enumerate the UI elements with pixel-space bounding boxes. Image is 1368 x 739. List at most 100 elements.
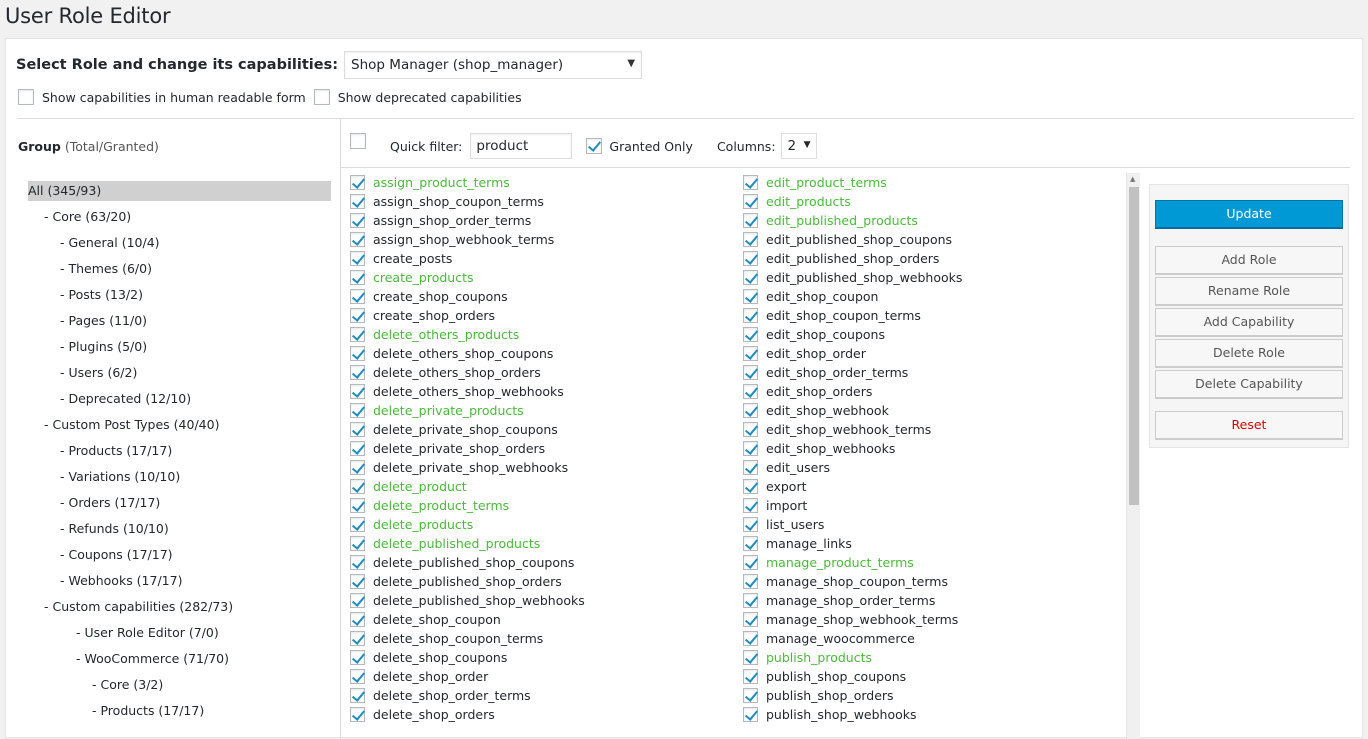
columns-select[interactable]: 2 ▼ <box>780 133 817 159</box>
capability-name[interactable]: delete_shop_coupon_terms <box>373 631 544 646</box>
capability-checkbox[interactable] <box>743 650 758 665</box>
select-all-checkbox[interactable] <box>350 133 366 149</box>
capability-checkbox[interactable] <box>350 536 365 551</box>
capability-checkbox[interactable] <box>350 422 365 437</box>
capability-name[interactable]: delete_published_shop_orders <box>373 574 562 589</box>
human-readable-option[interactable]: Show capabilities in human readable form <box>18 89 306 105</box>
capability-name[interactable]: delete_shop_orders <box>373 707 495 722</box>
capability-checkbox[interactable] <box>743 232 758 247</box>
capability-name[interactable]: edit_shop_webhook_terms <box>766 422 932 437</box>
capability-checkbox[interactable] <box>350 194 365 209</box>
capability-name[interactable]: edit_shop_coupon_terms <box>766 308 921 323</box>
capability-name[interactable]: edit_product_terms <box>766 175 887 190</box>
capability-name[interactable]: delete_products <box>373 517 474 532</box>
capability-name[interactable]: manage_shop_webhook_terms <box>766 612 959 627</box>
capability-name[interactable]: delete_private_products <box>373 403 524 418</box>
capability-name[interactable]: delete_others_products <box>373 327 520 342</box>
group-tree-item[interactable]: - Orders (17/17) <box>28 493 331 519</box>
group-tree-item[interactable]: - Refunds (10/10) <box>28 519 331 545</box>
group-tree-item[interactable]: - Users (6/2) <box>28 363 331 389</box>
capability-checkbox[interactable] <box>350 555 365 570</box>
capability-checkbox[interactable] <box>743 289 758 304</box>
capability-checkbox[interactable] <box>350 403 365 418</box>
update-button[interactable]: Update <box>1155 200 1343 228</box>
capability-name[interactable]: assign_shop_webhook_terms <box>373 232 555 247</box>
capability-name[interactable]: edit_published_shop_coupons <box>766 232 953 247</box>
capability-name[interactable]: manage_product_terms <box>766 555 914 570</box>
capability-checkbox[interactable] <box>743 688 758 703</box>
capability-checkbox[interactable] <box>350 175 365 190</box>
capability-name[interactable]: delete_shop_order_terms <box>373 688 531 703</box>
capability-checkbox[interactable] <box>743 175 758 190</box>
capability-name[interactable]: manage_shop_coupon_terms <box>766 574 948 589</box>
add-capability-button[interactable]: Add Capability <box>1155 308 1343 336</box>
capability-name[interactable]: list_users <box>766 517 825 532</box>
capability-checkbox[interactable] <box>350 365 365 380</box>
capability-name[interactable]: delete_published_shop_webhooks <box>373 593 585 608</box>
capability-checkbox[interactable] <box>743 365 758 380</box>
capability-checkbox[interactable] <box>743 213 758 228</box>
capability-checkbox[interactable] <box>350 346 365 361</box>
capability-name[interactable]: create_shop_coupons <box>373 289 508 304</box>
group-tree-item[interactable]: - Coupons (17/17) <box>28 545 331 571</box>
capability-checkbox[interactable] <box>350 270 365 285</box>
capability-checkbox[interactable] <box>743 251 758 266</box>
capability-name[interactable]: create_shop_orders <box>373 308 496 323</box>
capability-name[interactable]: edit_shop_order <box>766 346 866 361</box>
capability-checkbox[interactable] <box>350 650 365 665</box>
group-tree-item[interactable]: - Products (17/17) <box>28 441 331 467</box>
capability-name[interactable]: delete_shop_coupons <box>373 650 508 665</box>
capability-name[interactable]: delete_private_shop_coupons <box>373 422 558 437</box>
capability-checkbox[interactable] <box>350 384 365 399</box>
group-tree-item[interactable]: - User Role Editor (7/0) <box>28 623 331 649</box>
capability-checkbox[interactable] <box>743 346 758 361</box>
group-tree-item[interactable]: - General (10/4) <box>28 233 331 259</box>
capability-name[interactable]: delete_product_terms <box>373 498 510 513</box>
capability-checkbox[interactable] <box>350 498 365 513</box>
group-tree-item[interactable]: - Webhooks (17/17) <box>28 571 331 597</box>
capability-name[interactable]: publish_shop_coupons <box>766 669 907 684</box>
capability-name[interactable]: edit_shop_orders <box>766 384 873 399</box>
capability-checkbox[interactable] <box>743 384 758 399</box>
capability-name[interactable]: assign_shop_coupon_terms <box>373 194 544 209</box>
capability-checkbox[interactable] <box>743 612 758 627</box>
capability-name[interactable]: edit_published_products <box>766 213 918 228</box>
group-tree-item[interactable]: - Custom Post Types (40/40) <box>28 415 331 441</box>
capability-name[interactable]: edit_shop_webhook <box>766 403 889 418</box>
capability-checkbox[interactable] <box>350 517 365 532</box>
capability-checkbox[interactable] <box>743 479 758 494</box>
group-tree-item[interactable]: - Products (17/17) <box>28 701 331 727</box>
capability-name[interactable]: publish_products <box>766 650 873 665</box>
capability-name[interactable]: edit_published_shop_orders <box>766 251 940 266</box>
capability-name[interactable]: delete_private_shop_orders <box>373 441 546 456</box>
capability-checkbox[interactable] <box>743 517 758 532</box>
scroll-up-icon[interactable]: ▲ <box>1130 175 1136 183</box>
capability-checkbox[interactable] <box>743 308 758 323</box>
role-select[interactable]: Shop Manager (shop_manager) ▼ <box>344 51 643 79</box>
group-tree-item[interactable]: - Themes (6/0) <box>28 259 331 285</box>
capability-name[interactable]: edit_shop_coupon <box>766 289 879 304</box>
capability-name[interactable]: edit_shop_order_terms <box>766 365 909 380</box>
capability-name[interactable]: publish_shop_orders <box>766 688 894 703</box>
human-readable-checkbox[interactable] <box>18 89 34 105</box>
capability-checkbox[interactable] <box>743 536 758 551</box>
capability-checkbox[interactable] <box>743 498 758 513</box>
quick-filter-input[interactable]: product <box>470 133 573 159</box>
capability-checkbox[interactable] <box>743 593 758 608</box>
capability-checkbox[interactable] <box>350 251 365 266</box>
capability-name[interactable]: edit_products <box>766 194 851 209</box>
deprecated-checkbox[interactable] <box>313 89 330 105</box>
capability-name[interactable]: delete_shop_order <box>373 669 489 684</box>
capability-checkbox[interactable] <box>743 574 758 589</box>
group-tree-item[interactable]: - Variations (10/10) <box>28 467 331 493</box>
capability-name[interactable]: delete_shop_coupon <box>373 612 501 627</box>
capability-checkbox[interactable] <box>350 593 365 608</box>
delete-capability-button[interactable]: Delete Capability <box>1155 370 1343 398</box>
group-tree-item[interactable]: - WooCommerce (71/70) <box>28 649 331 675</box>
group-tree-item[interactable]: - Plugins (5/0) <box>28 337 331 363</box>
add-role-button[interactable]: Add Role <box>1155 246 1343 274</box>
capability-checkbox[interactable] <box>743 327 758 342</box>
scrollbar-thumb[interactable] <box>1129 187 1139 505</box>
capability-checkbox[interactable] <box>743 669 758 684</box>
capability-checkbox[interactable] <box>350 479 365 494</box>
